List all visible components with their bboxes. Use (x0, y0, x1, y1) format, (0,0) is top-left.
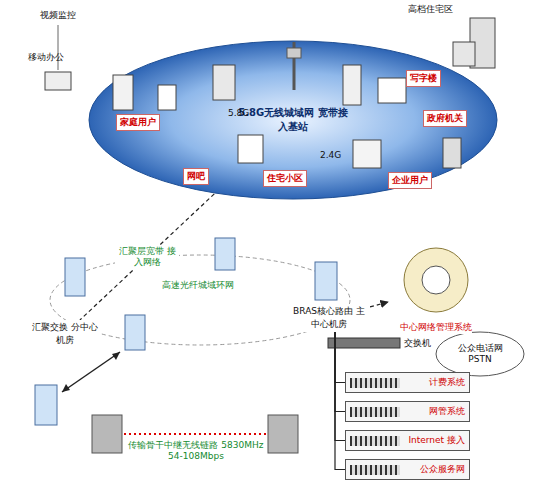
cable (335, 332, 345, 470)
relay-antenna (268, 415, 298, 453)
nms-ring (404, 248, 468, 312)
edge-label: 汇聚层宽带 接入网络 (115, 245, 179, 269)
dashed-arrow (370, 302, 388, 307)
building (65, 258, 85, 296)
node-text: 网吧 (187, 170, 205, 183)
nms-icon: 中心网络管理系统 (388, 244, 484, 334)
coverage-ellipse: 5.8G无线城域网 宽带接入基站 家庭用户网吧 写字楼政府机关企业用户 住宅小区 (88, 40, 498, 200)
node-text: Internet 接入 (406, 434, 465, 447)
switch (328, 338, 400, 348)
cloud (436, 332, 524, 376)
user-label: 写字楼 (406, 70, 441, 87)
node-text: 5.8G无线城域网 宽带接入基站 (238, 106, 348, 134)
device-label: 视频监控 (40, 10, 76, 21)
nms-core (422, 266, 450, 294)
building-label: 高档住宅区 (408, 4, 453, 15)
device-label: 移动办公 (28, 52, 64, 63)
buildings (113, 42, 475, 168)
band-label: 5.8G (228, 108, 249, 119)
rack-unit: 公众服务网 (345, 459, 470, 480)
cable (335, 332, 345, 383)
center-label: BRAS核心路由 主中心机房 (288, 304, 370, 332)
wire (58, 25, 59, 70)
link-label: 传输骨干中继无线链路 5830MHz 54-108Mbps (126, 440, 266, 462)
node-text: 企业用户 (392, 174, 428, 187)
node-text: 写字楼 (410, 72, 437, 85)
building (315, 262, 337, 300)
node-text: 公众服务网 (406, 463, 465, 476)
user-label: 家庭用户 (116, 114, 160, 131)
building (125, 315, 145, 350)
node-text: BRAS核心路由 主中心机房 (290, 305, 368, 331)
user-label: 网吧 (183, 168, 209, 185)
dashed-link (80, 194, 214, 320)
coverage-area (89, 41, 497, 199)
double-arrow (62, 352, 120, 392)
node-text: 住宅小区 (267, 172, 303, 185)
node-text: 网管系统 (406, 405, 465, 418)
rack-unit: 计费系统 (345, 372, 470, 393)
cloud-label: 公众电话网 PSTN (446, 343, 514, 365)
center-label: 汇聚交换 分中心机房 (30, 320, 100, 348)
node-text: 政府机关 (427, 112, 463, 125)
user-label: 企业用户 (388, 172, 432, 189)
relay-antenna (92, 415, 122, 453)
building (35, 385, 57, 425)
node-text: 汇聚交换 分中心机房 (32, 321, 98, 347)
computer-monitor (45, 72, 71, 90)
cable (335, 332, 345, 441)
arrowhead (62, 384, 70, 392)
node-text: 计费系统 (406, 376, 465, 389)
user-label: 住宅小区 (263, 170, 307, 187)
wireless-link (124, 433, 266, 435)
ring-label: 高速光纤城域环网 (160, 280, 236, 291)
rack-unit: Internet 接入 (345, 430, 470, 451)
band-label: 2.4G (320, 150, 341, 161)
node-text: 中心网络管理系统 (400, 321, 472, 334)
building (215, 238, 235, 270)
node-text: 家庭用户 (120, 116, 156, 129)
arrowhead (112, 352, 120, 360)
switch-label: 交换机 (404, 338, 431, 349)
user-label: 政府机关 (423, 110, 467, 127)
cable (335, 332, 345, 412)
rack-unit: 网管系统 (345, 401, 470, 422)
